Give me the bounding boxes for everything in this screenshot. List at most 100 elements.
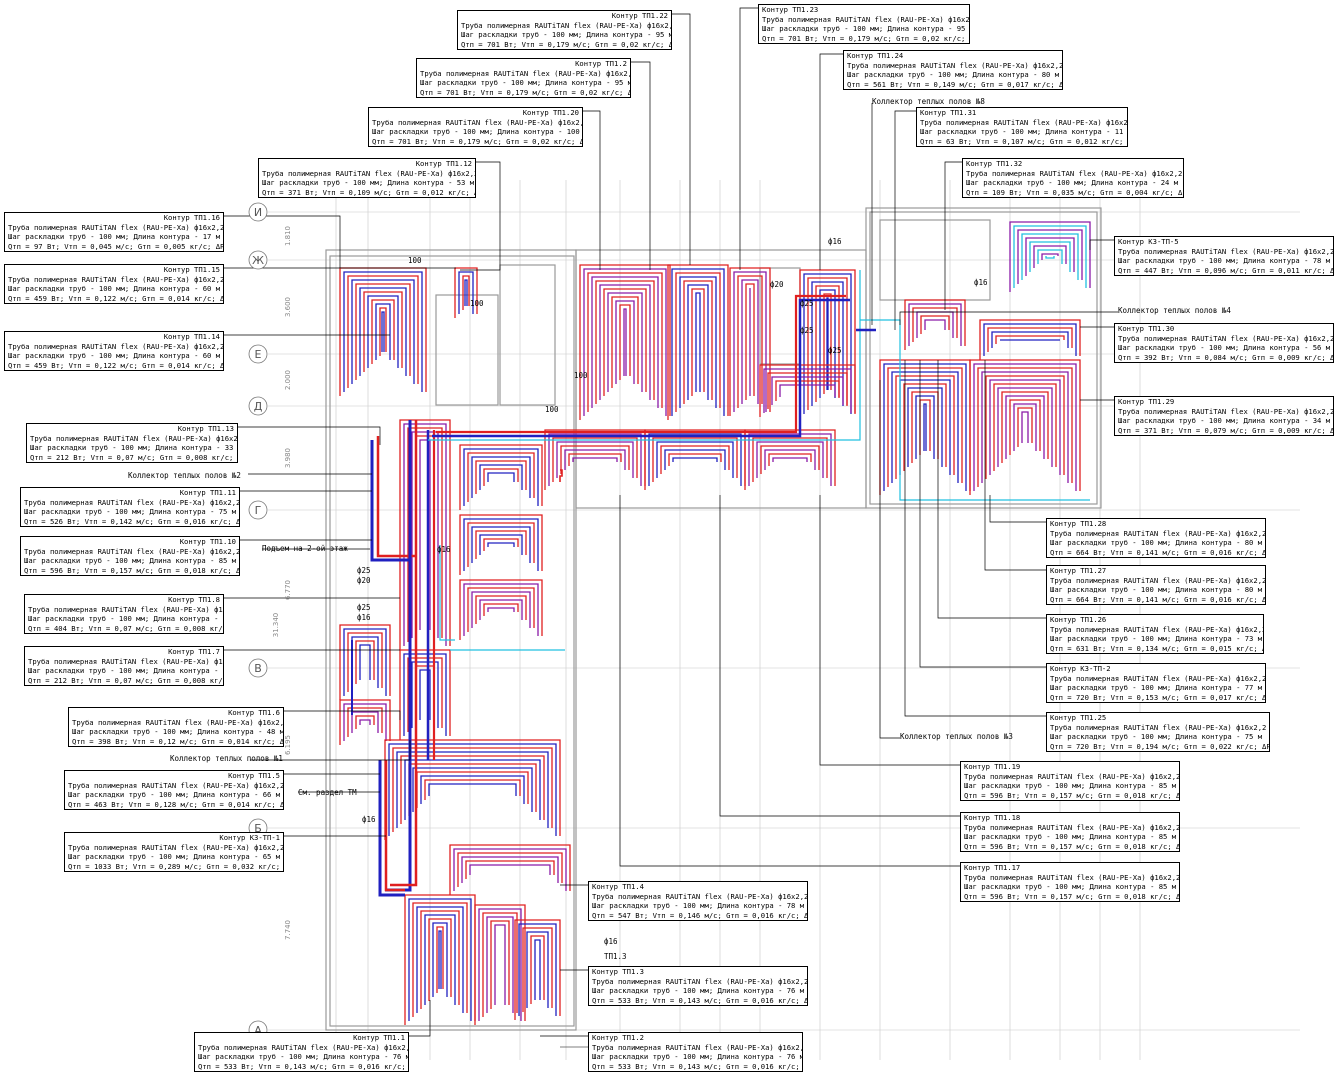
- tag-params: Qтп = 596 Вт; Vтп = 0,157 м/с; Gтп = 0,0…: [964, 790, 1180, 800]
- dimension-text: 31.340: [272, 613, 280, 638]
- tag-params: Qтп = 701 Вт; Vтп = 0,179 м/с; Gтп = 0,0…: [372, 136, 582, 146]
- loop-path: [883, 363, 967, 491]
- tag-pipe: Труба полимерная RAUTiTAN flex (RAU-PE-X…: [1050, 528, 1266, 538]
- dimension-text: 2.000: [284, 370, 292, 390]
- tag-step: Шаг раскладки труб - 100 мм; Длина конту…: [964, 832, 1177, 842]
- leader-line: [819, 53, 843, 270]
- tag-params: Qтп = 212 Вт; Vтп = 0,07 м/с; Gтп = 0,00…: [28, 675, 223, 685]
- distribution-pipes: [351, 270, 1090, 897]
- diameter-mark: ф20: [357, 576, 371, 585]
- tag-title: Контур ТП1.27: [1050, 566, 1107, 575]
- main-pipe: [370, 440, 410, 562]
- tag-step: Шаг раскладки труб - 100 мм; Длина конту…: [1118, 343, 1331, 353]
- loop-path: [388, 743, 557, 836]
- loop-path: [339, 699, 391, 745]
- leader-line: [904, 360, 1046, 717]
- tag-params: Qтп = 371 Вт; Vтп = 0,079 м/с; Gтп = 0,0…: [1118, 425, 1334, 435]
- tag-params: Qтп = 63 Вт; Vтп = 0,107 м/с; Gтп = 0,01…: [920, 136, 1127, 146]
- tag-pipe: Труба полимерная RAUTiTAN flex (RAU-PE-X…: [920, 117, 1128, 127]
- leader-line: [894, 110, 916, 330]
- tag-title: Контур ТП1.1: [353, 1033, 405, 1042]
- axis-label: И: [254, 206, 262, 219]
- tag-params: Qтп = 533 Вт; Vтп = 0,143 м/с; Gтп = 0,0…: [592, 1061, 802, 1071]
- tag-pipe: Труба полимерная RAUTiTAN flex (RAU-PE-X…: [30, 433, 238, 443]
- tag-params: Qтп = 596 Вт; Vтп = 0,157 м/с; Gтп = 0,0…: [964, 841, 1180, 851]
- tag-title: Контур ТП1.20: [522, 108, 579, 117]
- tag-params: Qтп = 596 Вт; Vтп = 0,157 м/с; Gтп = 0,0…: [964, 891, 1180, 901]
- tag-params: Qтп = 561 Вт; Vтп = 0,149 м/с; Gтп = 0,0…: [847, 79, 1063, 89]
- tag-title: Контур ТП1.5: [228, 771, 280, 780]
- tag-title: Контур ТП1.2: [575, 59, 627, 68]
- axis-label: А: [254, 1024, 262, 1037]
- tag-params: Qтп = 212 Вт; Vтп = 0,07 м/с; Gтп = 0,00…: [30, 452, 237, 462]
- loop-path: [759, 364, 856, 417]
- leader-line: [739, 7, 758, 270]
- tag-title: Контур ТП1.22: [611, 11, 668, 20]
- loop-path: [548, 433, 642, 486]
- tag-pipe: Труба полимерная RAUTiTAN flex (RAU-PE-X…: [8, 222, 224, 232]
- tag-title: Контур ТП1.31: [920, 108, 977, 117]
- loop-path: [343, 628, 387, 696]
- tag-step: Шаг раскладки труб - 100 мм; Длина конту…: [8, 284, 221, 294]
- loop-path: [973, 363, 1077, 491]
- rise-note: Подъем на 2-ой этаж: [262, 544, 348, 553]
- tag-pipe: Труба полимерная RAUTiTAN flex (RAU-PE-X…: [461, 20, 672, 30]
- leader-line: [919, 360, 1046, 668]
- tag-step: Шаг раскладки труб - 100 мм; Длина конту…: [68, 790, 281, 800]
- tag-pipe: Труба полимерная RAUTiTAN flex (RAU-PE-X…: [592, 976, 808, 986]
- leader-line: [1089, 239, 1114, 250]
- axis-bubble: Е: [248, 344, 268, 364]
- loop-path: [733, 271, 767, 412]
- tag-pipe: Труба полимерная RAUTiTAN flex (RAU-PE-X…: [966, 168, 1183, 178]
- tag-step: Шаг раскладки труб - 100 мм; Длина конту…: [1050, 538, 1263, 548]
- leader-line: [238, 426, 381, 445]
- main-pipe: [376, 436, 416, 558]
- spacing-mark: 100: [470, 299, 484, 308]
- tag-title: Контур ТП1.24: [847, 51, 904, 60]
- spacing-mark: 100: [574, 371, 588, 380]
- tag-params: Qтп = 459 Вт; Vтп = 0,122 м/с; Gтп = 0,0…: [8, 293, 224, 303]
- loop-path: [1009, 221, 1091, 292]
- loop-path: [969, 359, 1081, 495]
- diameter-mark: ф25: [800, 299, 814, 308]
- diameter-mark: ф16: [974, 278, 988, 287]
- loop-path: [518, 923, 557, 1016]
- loop-path: [979, 319, 1081, 360]
- spacing-mark: 100: [408, 256, 422, 265]
- tag-title: Контур ТП1.16: [163, 213, 220, 222]
- loop-path: [544, 429, 646, 490]
- loop-path: [799, 269, 856, 418]
- tag-pipe: Труба полимерная RAUTiTAN flex (RAU-PE-X…: [1118, 246, 1334, 256]
- tag-title: Контур ТП1.26: [1050, 615, 1107, 624]
- leader-line: [989, 495, 1046, 523]
- tag-title: Контур К3-ТП-5: [1118, 237, 1179, 246]
- axis-bubble: Ж: [248, 250, 268, 270]
- main-pipe: [428, 270, 861, 441]
- tag-pipe: Труба полимерная RAUTiTAN flex (RAU-PE-X…: [24, 546, 240, 556]
- diameter-mark: ф25: [357, 566, 371, 575]
- tag-step: Шаг раскладки труб - 100 мм; Длина конту…: [420, 78, 631, 88]
- leader-line: [460, 161, 501, 271]
- tag-step: Шаг раскладки труб - 100 мм; Длина конту…: [24, 507, 237, 517]
- tag-pipe: Труба полимерная RAUTiTAN flex (RAU-PE-X…: [68, 780, 284, 790]
- loop-path: [459, 444, 543, 510]
- leader-line: [879, 380, 900, 739]
- tag-title: Контур ТП1.3: [592, 967, 644, 976]
- axis-label: Г: [255, 504, 262, 517]
- tag-pipe: Труба полимерная RAUTiTAN flex (RAU-PE-X…: [1050, 575, 1266, 585]
- tag-title: Контур ТП1.17: [964, 863, 1021, 872]
- loop-path: [648, 433, 742, 486]
- see-tm-note: См. раздел ТМ: [298, 788, 357, 797]
- tag-step: Шаг раскладки труб - 100 мм; Длина конту…: [28, 666, 224, 676]
